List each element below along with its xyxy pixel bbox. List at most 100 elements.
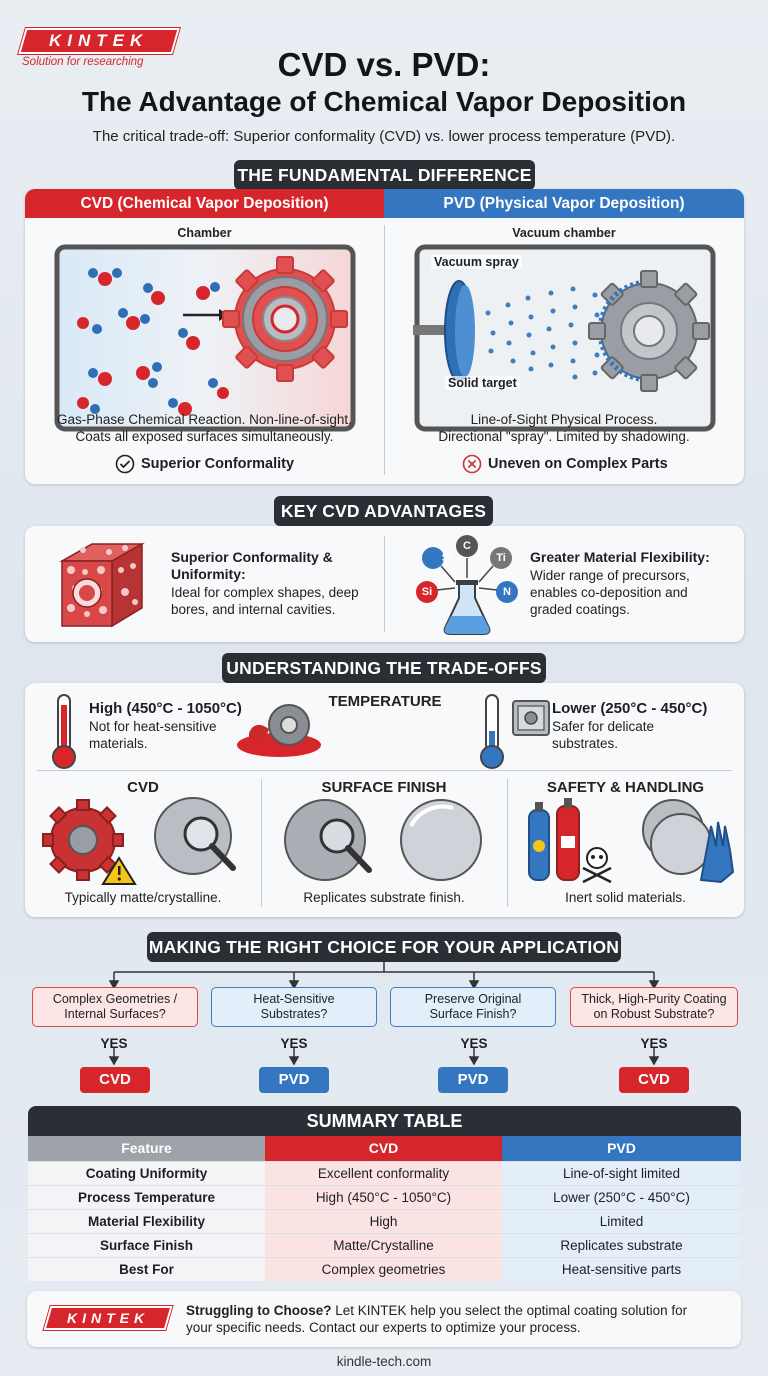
col-pvd: PVD xyxy=(502,1136,741,1161)
glove-icon xyxy=(699,821,735,884)
pvd-temp-line2: substrates. xyxy=(552,736,619,751)
column-divider xyxy=(507,779,508,907)
cvd-chamber-label: Chamber xyxy=(177,226,232,240)
page-subtitle: The critical trade-off: Superior conform… xyxy=(92,128,676,145)
column-divider xyxy=(261,779,262,907)
choice-complex-geometries: Complex Geometries /Internal Surfaces? xyxy=(32,987,198,1027)
warning-icon xyxy=(101,856,137,885)
cvd-cell: Excellent conformality xyxy=(265,1160,502,1185)
row-divider xyxy=(37,770,732,771)
decision-connectors xyxy=(108,960,660,1066)
surface-finish-caption: Replicates substrate finish. xyxy=(303,890,465,905)
high-thermometer-icon xyxy=(52,694,76,769)
result-pvd: PVD xyxy=(259,1067,329,1093)
cvd-desc-line1: Gas-Phase Chemical Reaction. Non-line-of… xyxy=(57,412,352,427)
yes-label: YES xyxy=(640,1036,668,1051)
textured-disk-icon xyxy=(284,799,372,881)
solid-target-label: Solid target xyxy=(445,376,520,390)
footer-url[interactable]: kindle-tech.com xyxy=(336,1354,432,1369)
table-row: Surface Finish Matte/Crystalline Replica… xyxy=(28,1232,741,1257)
pvd-temp-title: Lower (250°C - 450°C) xyxy=(552,700,708,717)
summary-table: Feature CVD PVD Coating Uniformity Excel… xyxy=(28,1136,741,1281)
table-row: Material Flexibility High Limited xyxy=(28,1208,741,1233)
solid-target-icon xyxy=(444,280,475,382)
brand-tagline: Solution for researching xyxy=(22,56,144,68)
kintek-logo-small: KINTEK xyxy=(43,1306,173,1330)
result-cvd: CVD xyxy=(619,1067,689,1093)
cta-banner: KINTEK Struggling to Choose? Let KINTEK … xyxy=(27,1291,741,1347)
safety-caption: Inert solid materials. xyxy=(565,890,686,905)
skull-icon xyxy=(582,847,612,884)
uncoated-gear-icon xyxy=(588,270,710,392)
cvd-cell: Matte/Crystalline xyxy=(265,1232,502,1257)
smooth-disk-icon xyxy=(400,799,482,881)
cvd-header: CVD (Chemical Vapor Deposition) xyxy=(25,189,384,218)
spray-particles-icon xyxy=(485,286,600,380)
table-row: Process Temperature High (450°C - 1050°C… xyxy=(28,1184,741,1209)
pvd-cell: Replicates substrate xyxy=(502,1232,741,1257)
adv1-text-line1: Ideal for complex shapes, deep xyxy=(171,585,359,600)
pvd-badge: Uneven on Complex Parts xyxy=(462,454,668,474)
pvd-chamber-illustration xyxy=(413,244,716,432)
table-row: Coating Uniformity Excellent conformalit… xyxy=(28,1160,741,1185)
pvd-cell: Limited xyxy=(502,1208,741,1233)
pvd-desc-line1: Line-of-Sight Physical Process. xyxy=(470,412,658,427)
adv2-text-line2: enables co-deposition and xyxy=(530,585,688,600)
pvd-cell: Heat-sensitive parts xyxy=(502,1256,741,1281)
safety-handling-label: SAFETY & HANDLING xyxy=(546,779,705,796)
cta-line2: your specific needs. Contact our experts… xyxy=(186,1320,581,1335)
feature-cell: Coating Uniformity xyxy=(28,1160,265,1185)
cvd-column-label: CVD xyxy=(127,779,159,796)
adv1-text-line2: bores, and internal cavities. xyxy=(171,602,336,617)
stacked-disks-icon xyxy=(642,799,712,875)
precursor-flask-icon xyxy=(416,535,518,635)
adv1-title-line1: Superior Conformality & xyxy=(171,549,333,565)
cvd-desc-line2: Coats all exposed surfaces simultaneousl… xyxy=(75,429,334,444)
element-n: N xyxy=(503,586,511,598)
pvd-cell: Lower (250°C - 450°C) xyxy=(502,1184,741,1209)
cvd-badge: Superior Conformality xyxy=(115,454,294,474)
feature-cell: Best For xyxy=(28,1256,265,1281)
col-cvd: CVD xyxy=(265,1136,502,1161)
cvd-temp-line1: Not for heat-sensitive xyxy=(89,719,217,734)
page-title-line2: The Advantage of Chemical Vapor Depositi… xyxy=(81,86,687,117)
adv2-text-line1: Wider range of precursors, xyxy=(530,568,690,583)
cvd-finish-illustration xyxy=(42,797,236,885)
gas-molecules-icon xyxy=(77,268,229,416)
adv1-title-line2: Uniformity: xyxy=(171,566,246,582)
result-pvd: PVD xyxy=(438,1067,508,1093)
x-circle-icon xyxy=(462,454,482,474)
melting-gear-icon xyxy=(237,704,321,757)
tradeoffs-heading: UNDERSTANDING THE TRADE-OFFS xyxy=(222,653,546,683)
low-thermometer-icon xyxy=(480,694,504,769)
pvd-header: PVD (Physical Vapor Deposition) xyxy=(384,189,744,218)
adv2-text-line3: graded coatings. xyxy=(530,602,630,617)
pvd-badge-text: Uneven on Complex Parts xyxy=(488,456,668,472)
check-circle-icon xyxy=(115,454,135,474)
yes-label: YES xyxy=(100,1036,128,1051)
cvd-cell: Complex geometries xyxy=(265,1256,502,1281)
element-si-2: Si xyxy=(421,586,433,598)
cvd-badge-text: Superior Conformality xyxy=(141,456,295,472)
tradeoffs-card: High (450°C - 1050°C) Not for heat-sensi… xyxy=(25,683,744,917)
yes-label: YES xyxy=(460,1036,488,1051)
pvd-desc-line2: Directional "spray". Limited by shadowin… xyxy=(438,429,690,444)
element-si-1: Si xyxy=(441,552,453,564)
advantages-heading: KEY CVD ADVANTAGES xyxy=(274,496,493,526)
gas-cylinder-blue-icon xyxy=(528,802,550,881)
column-divider xyxy=(384,536,385,632)
table-row: Best For Complex geometries Heat-sensiti… xyxy=(28,1256,741,1281)
page-title-line1: CVD vs. PVD: xyxy=(277,46,491,83)
safe-icon xyxy=(512,700,550,736)
cvd-cell: High xyxy=(265,1208,502,1233)
result-cvd: CVD xyxy=(80,1067,150,1093)
surface-finish-illustration xyxy=(284,799,482,881)
cta-line1: Let KINTEK help you select the optimal c… xyxy=(331,1303,688,1318)
coated-gear-icon xyxy=(222,256,348,382)
cvd-temp-line2: materials. xyxy=(89,736,148,751)
adv2-title: Greater Material Flexibility: xyxy=(530,549,710,565)
cvd-finish-caption: Typically matte/crystalline. xyxy=(64,890,222,905)
fundamental-heading: THE FUNDAMENTAL DIFFERENCE xyxy=(234,160,535,190)
cvd-temp-title: High (450°C - 1050°C) xyxy=(89,700,242,717)
